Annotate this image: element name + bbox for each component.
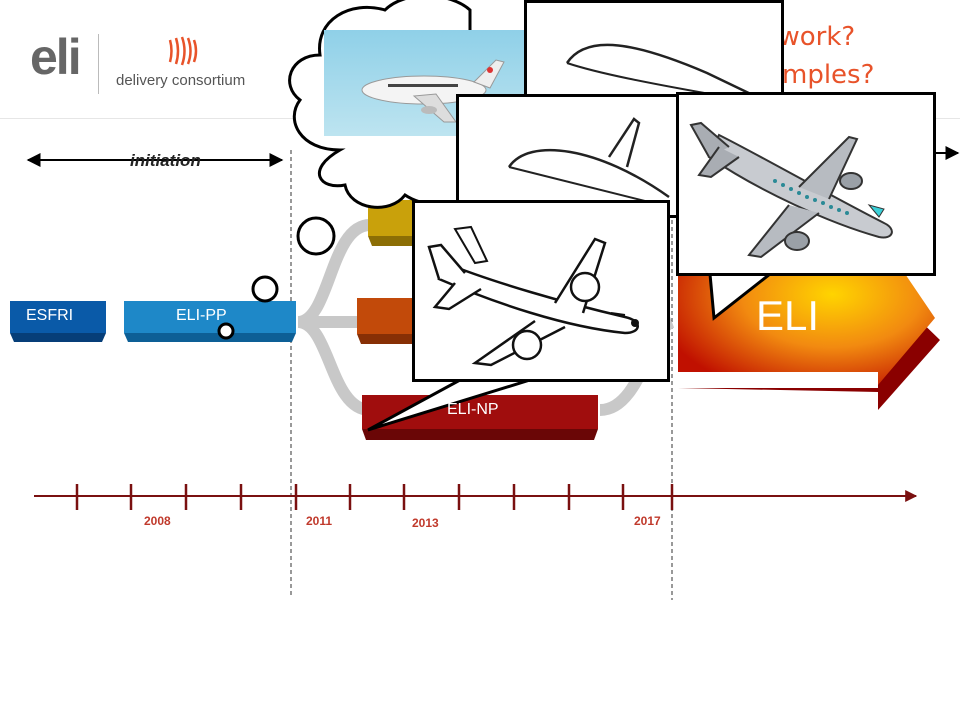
panel-wing-sketch bbox=[524, 0, 784, 100]
stage-label-eli-np: ELI-NP bbox=[447, 401, 499, 418]
year-label-2011: 2011 bbox=[306, 514, 333, 528]
stage-box-esfri bbox=[10, 301, 106, 342]
year-label-2008: 2008 bbox=[144, 514, 171, 528]
slide-title-line-2: mples? bbox=[782, 60, 875, 90]
plane-sketch-icon bbox=[507, 117, 670, 208]
thought-bubble-small bbox=[217, 322, 235, 340]
thought-bubble-large bbox=[296, 216, 336, 256]
plane-line-art-icon bbox=[427, 225, 639, 367]
thought-bubble-medium bbox=[251, 275, 279, 303]
stage-label-esfri: ESFRI bbox=[26, 307, 74, 324]
logo-divider bbox=[98, 34, 99, 94]
stage-label-eli: ELI bbox=[756, 292, 820, 339]
stage-box-mid-branch bbox=[357, 298, 417, 344]
panel-plane-color bbox=[676, 92, 936, 276]
logo: eli delivery consortium bbox=[30, 29, 270, 98]
waves-icon bbox=[168, 36, 198, 66]
year-label-2017: 2017 bbox=[634, 514, 661, 528]
logo-name: delivery consortium bbox=[116, 72, 246, 89]
logo-mark: eli bbox=[30, 29, 82, 85]
stage-label-eli-pp: ELI-PP bbox=[176, 307, 227, 324]
year-label-2013: 2013 bbox=[412, 516, 439, 530]
stage-box-eli-pp bbox=[124, 301, 296, 342]
year-ticks bbox=[75, 484, 674, 510]
phase-label-initiation: initiation bbox=[130, 151, 201, 170]
panel-plane-sketch-mid bbox=[456, 94, 690, 218]
panel-plane-line-art bbox=[412, 200, 670, 382]
wing-sketch-icon bbox=[565, 43, 758, 99]
plane-color-icon bbox=[689, 121, 893, 259]
